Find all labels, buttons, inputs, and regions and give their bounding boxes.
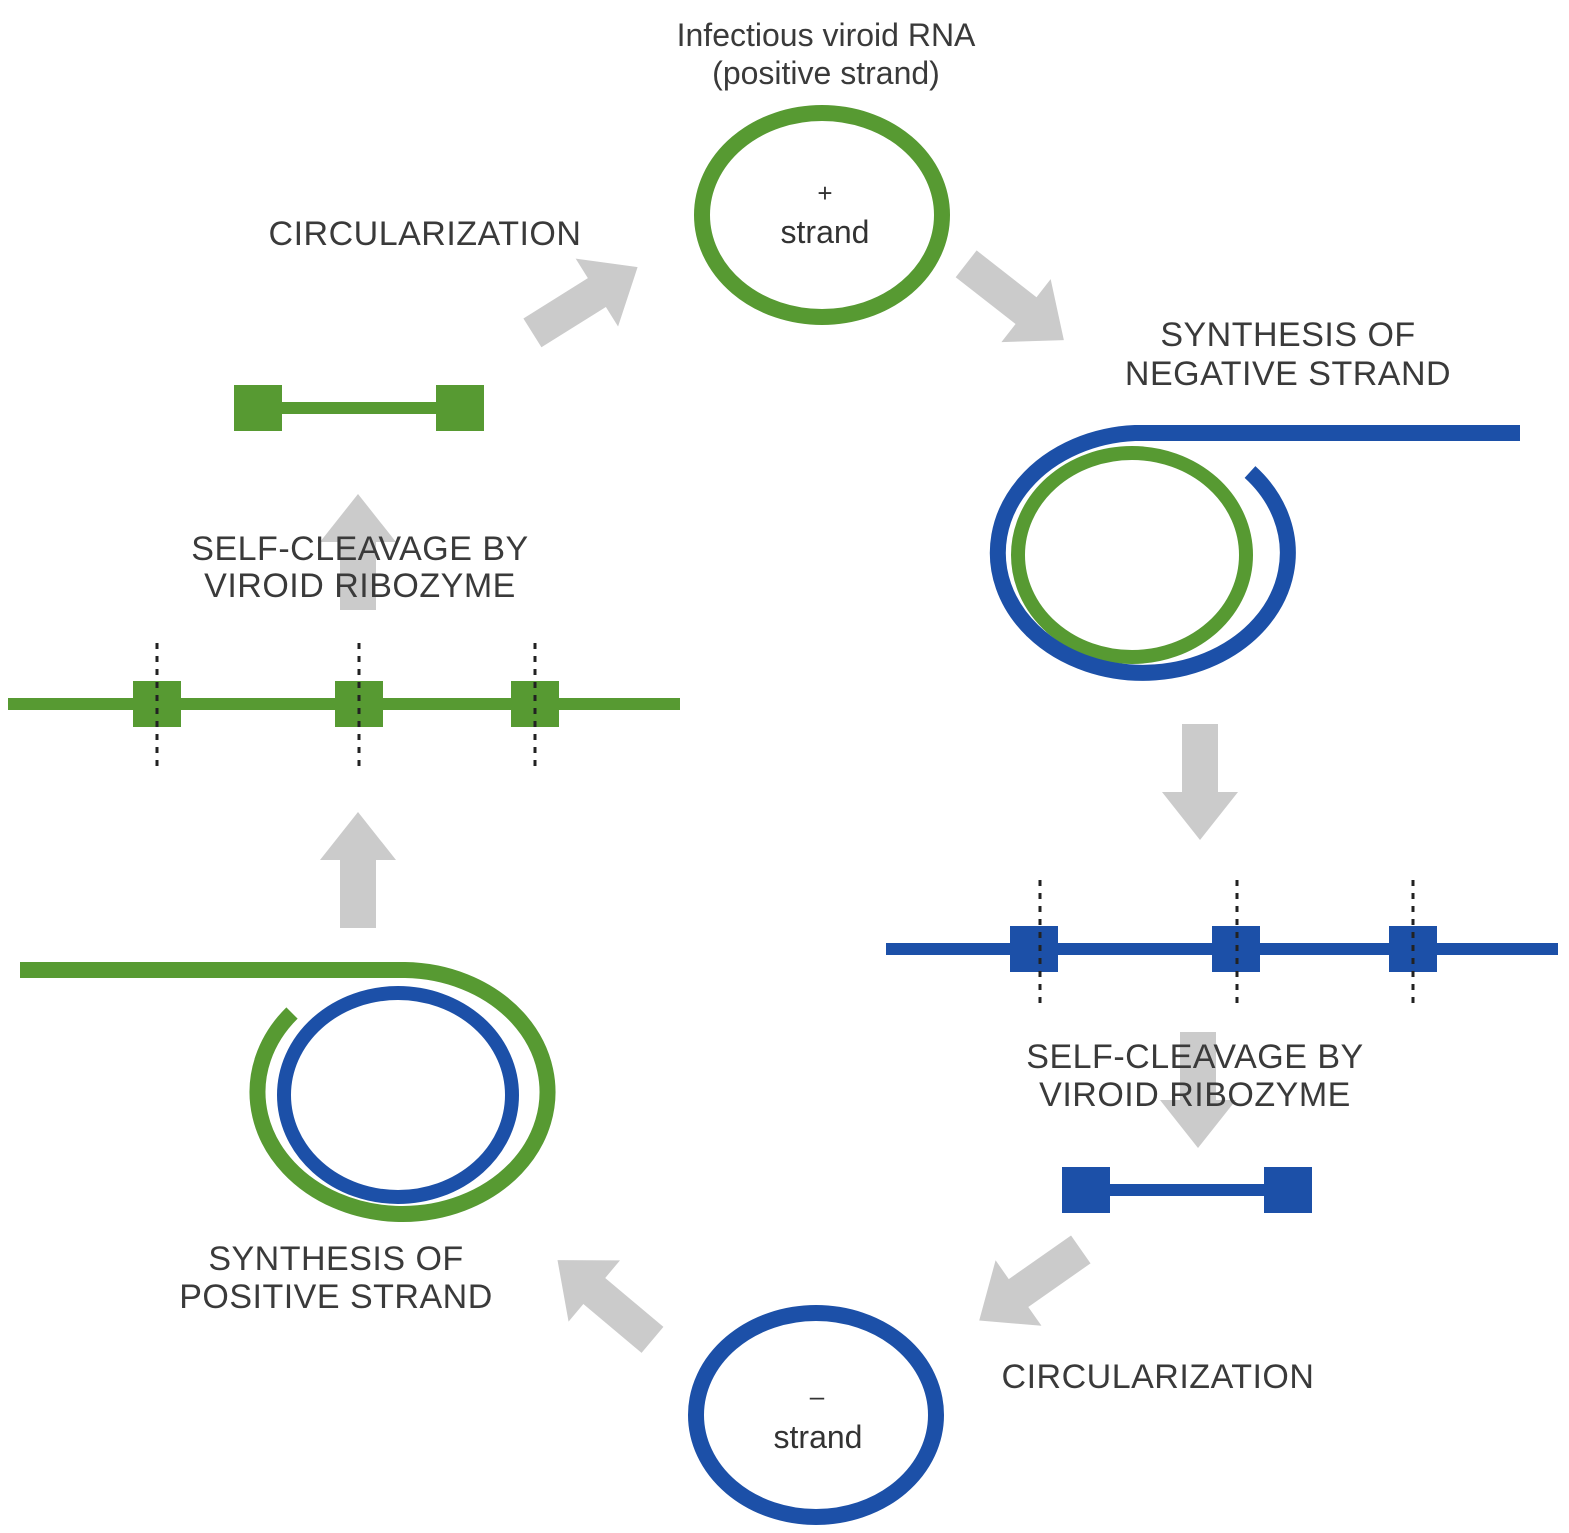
positive-strand-synthesis-complex	[20, 962, 556, 1222]
positive-strand-label: strand	[781, 214, 870, 250]
arrow-to-circularized-positive	[523, 258, 638, 348]
negative-monomer	[1062, 1167, 1312, 1213]
synthesis-negative-line-2: NEGATIVE STRAND	[1125, 355, 1451, 393]
arrow-to-positive-concatemer	[320, 812, 396, 928]
positive-circle: + strand	[694, 105, 950, 325]
arrow-to-positive-monomer	[320, 494, 396, 610]
title-line-1: Infectious viroid RNA	[677, 17, 976, 53]
negative-strand-label: strand	[774, 1419, 863, 1455]
arrow-to-negative-concatemer	[1162, 724, 1238, 840]
negative-circle: – strand	[688, 1305, 944, 1525]
synthesis-negative-line-1: SYNTHESIS OF	[1160, 316, 1415, 354]
circularization-bottom-label: CIRCULARIZATION	[1002, 1358, 1315, 1396]
arrow-to-negative-monomer	[1160, 1032, 1236, 1148]
circularization-top-label: CIRCULARIZATION	[269, 215, 582, 253]
self-cleavage-right-line-1: SELF-CLEAVAGE BY	[1026, 1038, 1363, 1076]
negative-sign: –	[810, 1381, 825, 1411]
self-cleavage-left-line-2: VIROID RIBOZYME	[204, 567, 516, 605]
title-line-2: (positive strand)	[712, 55, 940, 91]
positive-concatemer	[8, 643, 680, 770]
synthesis-positive-line-2: POSITIVE STRAND	[179, 1278, 493, 1316]
arrow-to-negative-synthesis	[955, 250, 1064, 343]
negative-concatemer	[886, 880, 1558, 1005]
positive-sign: +	[817, 178, 832, 208]
positive-monomer	[234, 385, 484, 431]
negative-strand-synthesis-complex	[989, 425, 1520, 681]
arrow-to-positive-synthesis	[557, 1260, 664, 1353]
self-cleavage-right-line-2: VIROID RIBOZYME	[1039, 1076, 1351, 1114]
self-cleavage-left-line-1: SELF-CLEAVAGE BY	[191, 530, 528, 568]
arrow-to-circularized-negative	[979, 1235, 1091, 1326]
synthesis-positive-line-1: SYNTHESIS OF	[208, 1240, 463, 1278]
